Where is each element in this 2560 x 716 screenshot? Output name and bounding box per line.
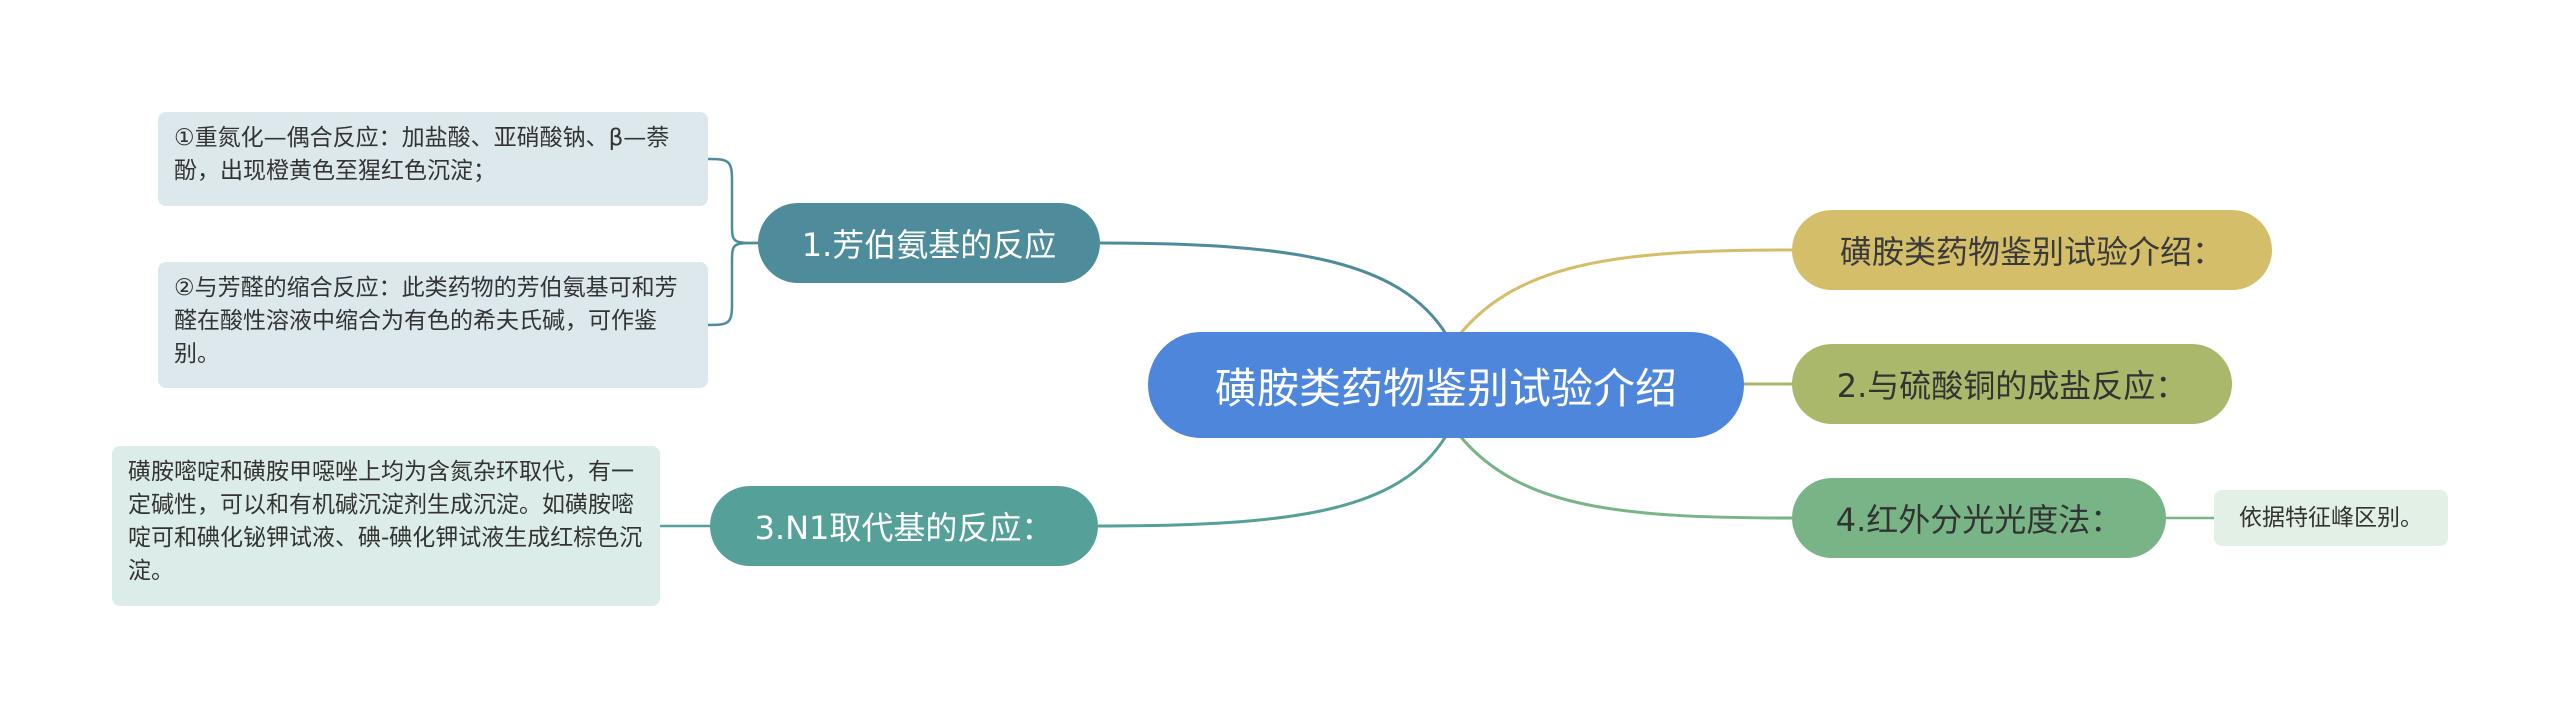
connector-root-b3 <box>1097 435 1448 528</box>
leaf-aldehyde-condensation[interactable]: ②与芳醛的缩合反应：此类药物的芳伯氨基可和芳醛在酸性溶液中缩合为有色的希夫氏碱，… <box>158 262 708 388</box>
connector-root-r1 <box>1458 248 1793 335</box>
branch-aromatic-amino-reaction[interactable]: 1.芳伯氨基的反应 <box>758 203 1100 283</box>
leaf-diazotization-coupling[interactable]: ①重氮化—偶合反应：加盐酸、亚硝酸钠、β—萘酚，出现橙黄色至猩红色沉淀； <box>158 112 708 206</box>
connector-b1-leaf1 <box>707 157 759 245</box>
branch-copper-sulfate-reaction[interactable]: 2.与硫酸铜的成盐反应： <box>1792 344 2232 424</box>
branch-n1-substituent-reaction[interactable]: 3.N1取代基的反应： <box>710 486 1098 566</box>
leaf-characteristic-peaks[interactable]: 依据特征峰区别。 <box>2214 490 2448 546</box>
connector-root-b1 <box>1099 241 1448 335</box>
branch-introduction[interactable]: 磺胺类药物鉴别试验介绍： <box>1792 210 2272 290</box>
leaf-n1-substituent-detail[interactable]: 磺胺嘧啶和磺胺甲噁唑上均为含氮杂环取代，有一定碱性，可以和有机碱沉淀剂生成沉淀。… <box>112 446 660 606</box>
connector-b1-leaf2 <box>707 241 759 327</box>
branch-infrared-spectroscopy[interactable]: 4.红外分光光度法： <box>1792 478 2166 558</box>
connector-root-r4 <box>1458 435 1793 520</box>
root-topic[interactable]: 磺胺类药物鉴别试验介绍 <box>1148 332 1744 438</box>
